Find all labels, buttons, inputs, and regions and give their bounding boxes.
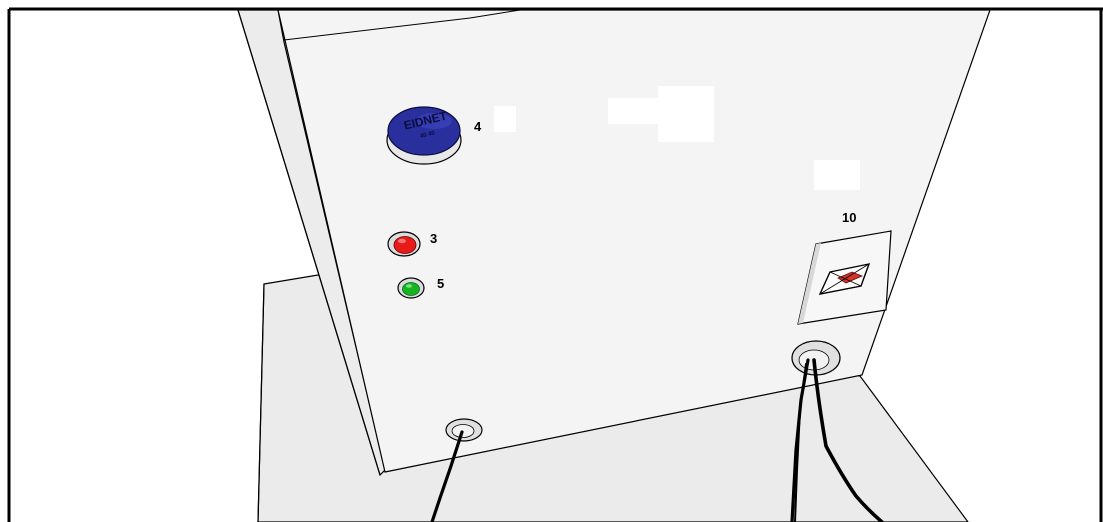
callout-4: 4	[474, 119, 482, 134]
rocker-switch[interactable]	[797, 230, 892, 325]
blank-label-3	[658, 86, 714, 142]
emergency-button-highlight	[416, 113, 452, 129]
callout-10: 10	[842, 210, 856, 225]
button-logo-line2: 40 40	[420, 130, 437, 140]
floor-edge-left	[257, 283, 265, 522]
blank-label-4	[814, 160, 860, 190]
cable-gland-left	[445, 418, 483, 442]
switch-rocker	[837, 271, 864, 284]
switch-window-diag-2	[819, 263, 870, 295]
green-lamp-lens	[402, 282, 420, 296]
cable-right-c	[812, 358, 884, 522]
green-lamp-shine	[406, 284, 412, 288]
callout-5: 5	[437, 276, 444, 291]
cabinet-left-edge	[237, 9, 381, 476]
switch-plate-shade	[798, 243, 821, 324]
red-lamp-lens	[393, 236, 417, 254]
green-indicator-lamp	[397, 277, 425, 299]
cable-right-b	[794, 363, 807, 522]
cable-left	[430, 430, 464, 522]
callout-3: 3	[430, 231, 437, 246]
switch-window-diag-1	[829, 271, 862, 287]
blank-label-2	[608, 98, 658, 124]
red-indicator-lamp	[387, 231, 421, 257]
panel-top-edge	[283, 9, 521, 41]
emergency-button[interactable]: EIDNET 40 40	[386, 106, 462, 165]
red-lamp-shine	[398, 238, 406, 244]
blank-label-1	[494, 106, 516, 132]
